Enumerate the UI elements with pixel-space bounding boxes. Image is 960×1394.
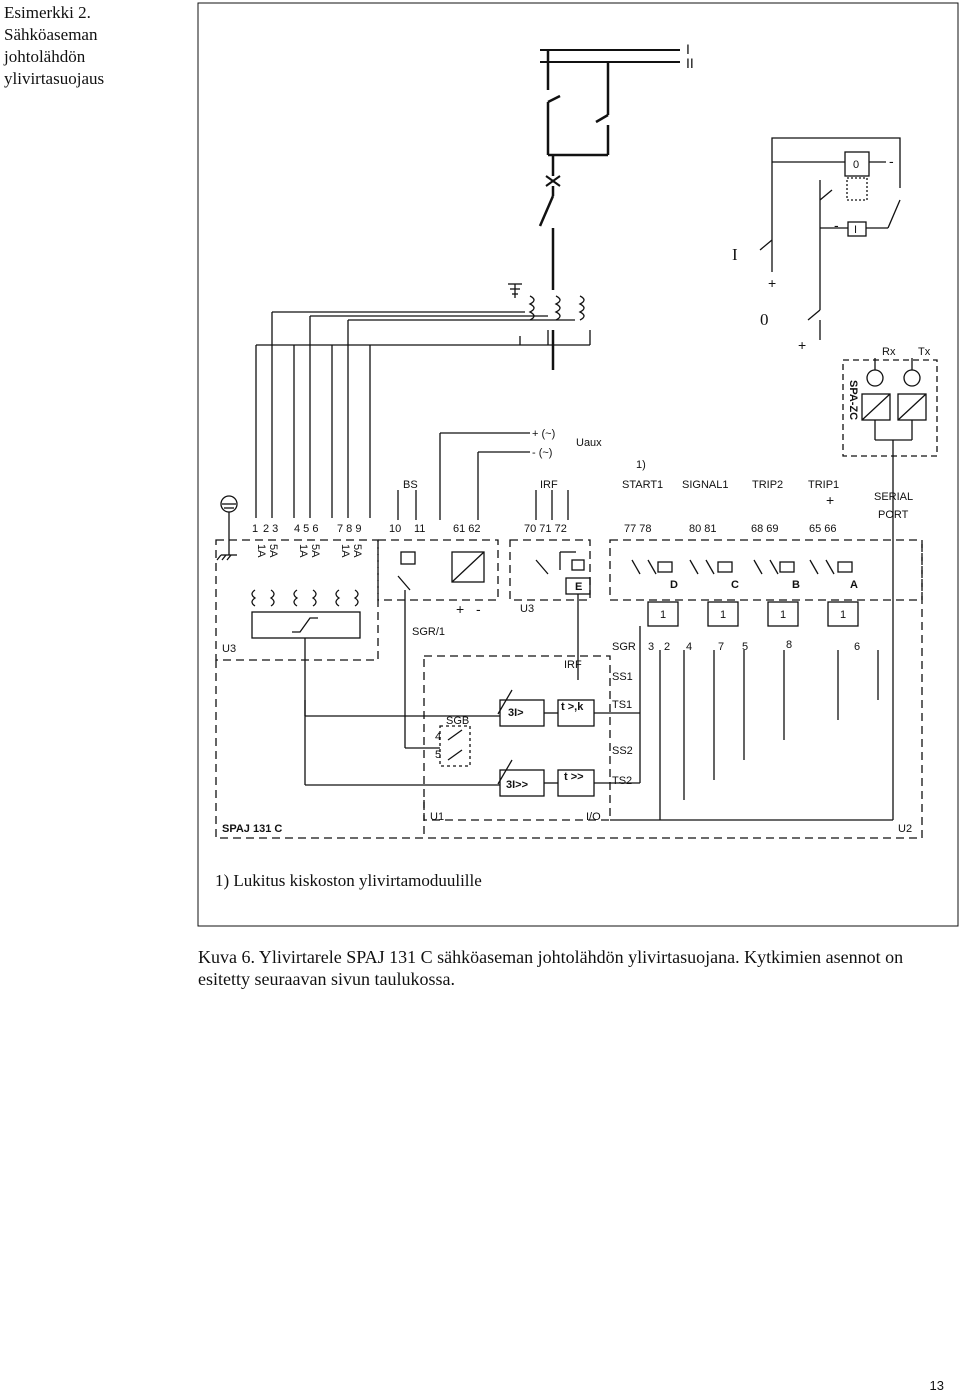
ct-rating-5a: 5A — [309, 544, 321, 558]
side-title-line: ylivirtasuojaus — [4, 69, 105, 88]
side-title-line: Sähköaseman — [4, 25, 98, 44]
terminal-number: 7 8 9 — [337, 523, 361, 535]
close-command-label: I — [732, 245, 738, 264]
close-plus-label: + — [768, 275, 776, 291]
supply-minus-label: - (~) — [532, 447, 552, 459]
terminal-number: 2 3 — [263, 523, 278, 535]
ss1-label: SS1 — [612, 671, 633, 683]
sgr1-label: SGR/1 — [412, 626, 445, 638]
footnote: 1) Lukitus kiskoston ylivirtamoduulille — [215, 871, 482, 890]
ss2-label: SS2 — [612, 745, 633, 757]
busbar-label: II — [686, 55, 694, 71]
terminal-number: 61 62 — [453, 523, 481, 535]
ts2-label: TS2 — [612, 775, 632, 787]
low-stage-label: 3I> — [508, 707, 524, 719]
switch-minus-mid: - — [834, 217, 839, 233]
relay-label-c: C — [731, 579, 739, 591]
switch-one-box-label: I — [854, 224, 857, 236]
terminal-number: 70 71 72 — [524, 523, 567, 535]
low-stage-timer: t >,k — [561, 701, 584, 713]
terminal-number: 77 78 — [624, 523, 652, 535]
busbar-label: I — [686, 41, 690, 57]
switch-zero-box-label: 0 — [853, 159, 859, 171]
ct-rating-1a: 1A — [297, 544, 309, 558]
serial-port-label: PORT — [878, 509, 909, 521]
io-label: I/O — [586, 811, 601, 823]
group-label-signal1: SIGNAL1 — [682, 479, 728, 491]
relay-label-b: B — [792, 579, 800, 591]
terminal-number: 65 66 — [809, 523, 837, 535]
terminal-number: 80 81 — [689, 523, 717, 535]
supply-plus-label: + (~) — [532, 428, 555, 440]
sgr-switch-number: 2 — [664, 641, 670, 653]
open-command-label: 0 — [760, 310, 769, 329]
group-label-bs: BS — [403, 479, 418, 491]
ct-rating-5a: 5A — [267, 544, 279, 558]
or-gate-label: 1 — [840, 609, 846, 621]
psu-minus-label: - — [476, 601, 481, 617]
terminal-number: 11 — [414, 523, 425, 535]
side-title-line: Esimerkki 2. — [4, 3, 91, 22]
group-label-irf: IRF — [540, 479, 558, 491]
ts1-label: TS1 — [612, 699, 632, 711]
terminal-number: 1 — [252, 523, 258, 535]
serial-port-label: SERIAL — [874, 491, 913, 503]
sgr-label: SGR — [612, 641, 636, 653]
u3-label: U3 — [222, 643, 236, 655]
sgb-switch-4: 4 — [435, 731, 441, 743]
ct-rating-5a: 5A — [351, 544, 363, 558]
ct-rating-1a: 1A — [255, 544, 267, 558]
u2-label: U2 — [898, 823, 912, 835]
irf-label: IRF — [564, 659, 582, 671]
or-gate-label: 1 — [660, 609, 666, 621]
or-gate-label: 1 — [720, 609, 726, 621]
device-label: SPAJ 131 C — [222, 823, 282, 835]
sgr-switch-number: 8 — [786, 639, 792, 651]
sgr-switch-number: 6 — [854, 641, 860, 653]
sgb-label: SGB — [446, 715, 469, 727]
group-label-trip1: TRIP1 — [808, 479, 839, 491]
psu-plus-label: + — [456, 601, 464, 617]
diagram-frame — [197, 2, 959, 927]
rx-label: Rx — [882, 346, 896, 358]
terminal-number: 68 69 — [751, 523, 779, 535]
high-stage-timer: t >> — [564, 771, 584, 783]
sgr-switch-number: 5 — [742, 641, 748, 653]
sgb-switch-5: 5 — [435, 749, 441, 761]
figure-caption: Kuva 6. Ylivirtarele SPAJ 131 C sähköase… — [198, 947, 904, 989]
relay-label-a: A — [850, 579, 858, 591]
terminal-number: 10 — [389, 523, 401, 535]
sgr-switch-number: 4 — [686, 641, 692, 653]
u3-label: U3 — [520, 603, 534, 615]
relay-label-e: E — [575, 581, 582, 593]
tx-label: Tx — [918, 346, 931, 358]
footnote-ref: 1) — [636, 459, 646, 471]
open-plus-label: + — [798, 337, 806, 353]
switch-minus-top: - — [889, 153, 894, 169]
or-gate-label: 1 — [780, 609, 786, 621]
sgr-switch-number: 3 — [648, 641, 654, 653]
group-label-start1: START1 — [622, 479, 663, 491]
group-label-trip2: TRIP2 — [752, 479, 783, 491]
high-stage-label: 3I>> — [506, 779, 528, 791]
uaux-label: Uaux — [576, 437, 602, 449]
u1-label: U1 — [430, 811, 444, 823]
page-number: 13 — [929, 1378, 944, 1393]
terminal-number: 4 5 6 — [294, 523, 318, 535]
ct-rating-1a: 1A — [339, 544, 351, 558]
side-title-line: johtolähdön — [4, 47, 86, 66]
side-title: Esimerkki 2. Sähköaseman johtolähdön yli… — [4, 2, 194, 90]
spa-zc-label: SPA-ZC — [847, 380, 859, 420]
trip1-plus-label: + — [826, 492, 834, 508]
relay-label-d: D — [670, 579, 678, 591]
sgr-switch-number: 7 — [718, 641, 724, 653]
